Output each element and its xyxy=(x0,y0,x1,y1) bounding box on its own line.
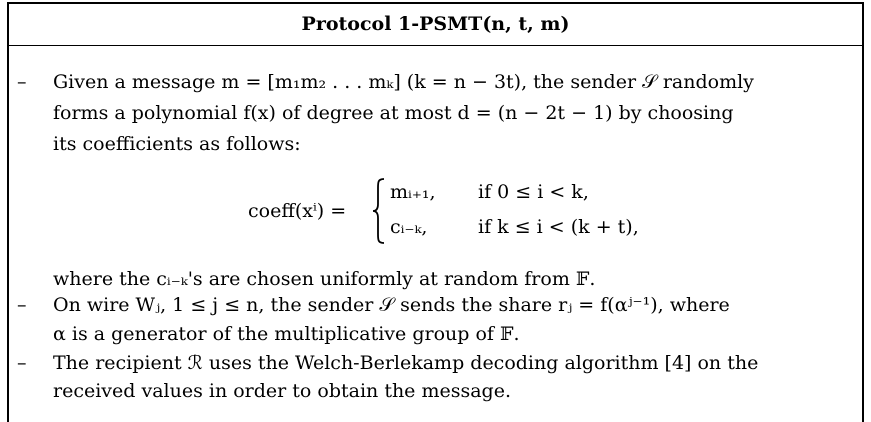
formula-lhs: coeff(xⁱ) = xyxy=(248,200,347,222)
bullet-dash: – xyxy=(17,71,27,93)
protocol-box: Protocol 1-PSMT(n, t, m) xyxy=(7,2,864,422)
step-2-line-2: α is a generator of the multiplicative g… xyxy=(53,323,520,345)
step-3-line-2: received values in order to obtain the m… xyxy=(53,380,512,402)
case-1-condition: if 0 ≤ i < k, xyxy=(478,181,589,203)
protocol-title-args: (n, t, m) xyxy=(482,13,570,35)
continuation-line: where the cᵢ₋ₖ's are chosen uniformly at… xyxy=(53,268,596,290)
protocol-title: Protocol 1-PSMT(n, t, m) xyxy=(9,13,862,35)
case-1-value: mᵢ₊₁, xyxy=(390,181,436,203)
case-2-value: cᵢ₋ₖ, xyxy=(390,216,428,238)
step-1-line-3: its coefficients as follows: xyxy=(53,133,301,155)
title-divider xyxy=(9,45,862,46)
case-2-condition: if k ≤ i < (k + t), xyxy=(478,216,639,238)
left-brace-icon xyxy=(372,178,385,244)
step-1-line-1: Given a message m = [m₁m₂ . . . mₖ] (k =… xyxy=(53,71,754,93)
step-1-line-2: forms a polynomial f(x) of degree at mos… xyxy=(53,102,734,124)
protocol-title-text: Protocol 1-PSMT xyxy=(301,13,483,35)
step-3-line-1: The recipient ℛ uses the Welch-Berlekamp… xyxy=(53,352,759,374)
step-2-line-1: On wire Wⱼ, 1 ≤ j ≤ n, the sender 𝒮 send… xyxy=(53,294,730,316)
bullet-dash: – xyxy=(17,352,27,374)
bullet-dash: – xyxy=(17,294,27,316)
